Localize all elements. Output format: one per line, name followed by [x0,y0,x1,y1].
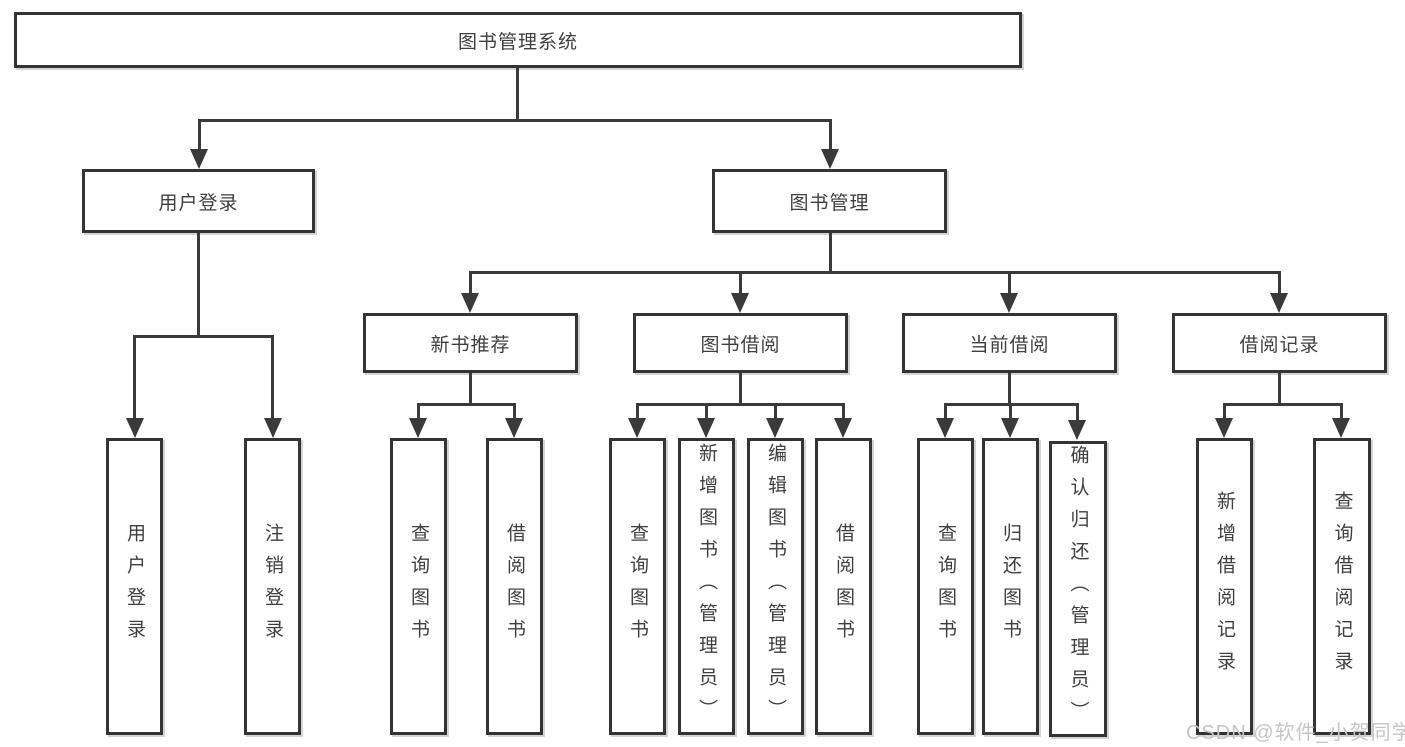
node-borrow-books-action-label: 借阅图书 [833,522,854,651]
node-query-books-borrow-label: 查询图书 [627,522,648,651]
arrow-stem [705,403,708,420]
node-borrow-books-recommend: 借阅图书 [486,438,543,735]
connector-vertical [197,233,200,338]
arrow-stem [271,335,274,420]
arrow-stem [829,119,832,151]
node-user-login-action: 用户登录 [106,438,163,735]
node-logout-action: 注销登录 [244,438,301,735]
arrow-down-icon [1332,418,1350,438]
connector-vertical [469,373,472,406]
node-confirm-return-admin-label: 确认归还（管理员） [1067,445,1089,733]
arrow-down-icon [264,418,282,438]
arrow-stem [1278,271,1281,295]
arrow-down-icon [1068,420,1086,440]
node-book-management-label: 图书管理 [789,192,870,214]
node-borrow-books-action: 借阅图书 [815,438,872,735]
node-book-management: 图书管理 [712,169,947,233]
arrow-stem [774,403,777,420]
arrow-stem [842,403,845,420]
node-current-borrow: 当前借阅 [902,313,1117,373]
connector-horizontal [198,119,832,122]
arrow-down-icon [697,418,715,438]
node-return-books: 归还图书 [982,438,1039,735]
arrow-down-icon [731,293,749,313]
node-query-books-recommend-label: 查询图书 [408,522,429,651]
node-borrow-records: 借阅记录 [1172,313,1387,373]
node-add-borrow-record: 新增借阅记录 [1196,438,1253,735]
arrow-down-icon [126,418,144,438]
arrow-down-icon [834,418,852,438]
node-query-books-borrow: 查询图书 [609,438,666,735]
csdn-watermark: CSDN @软件_小贺同学 [1186,722,1405,744]
node-new-book-recommend: 新书推荐 [363,313,578,373]
arrow-stem [198,119,201,151]
arrow-stem [513,403,516,420]
node-new-book-recommend-label: 新书推荐 [430,334,511,356]
node-confirm-return-admin: 确认归还（管理员） [1049,441,1107,737]
node-borrow-records-label: 借阅记录 [1239,334,1320,356]
arrow-down-icon [1270,293,1288,313]
arrow-stem [1340,403,1343,420]
arrow-down-icon [190,149,208,169]
node-root: 图书管理系统 [14,12,1022,68]
node-return-books-label: 归还图书 [1000,522,1021,651]
node-borrow-books-recommend-label: 借阅图书 [504,522,525,651]
node-query-books-current-label: 查询图书 [935,522,956,651]
node-add-books-admin-label: 新增图书（管理员） [696,442,717,731]
node-add-borrow-record-label: 新增借阅记录 [1214,490,1235,683]
arrow-down-icon [628,418,646,438]
connector-horizontal [134,335,274,338]
arrow-stem [133,335,136,420]
node-edit-books-admin-label: 编辑图书（管理员） [765,442,786,731]
node-query-borrow-record: 查询借阅记录 [1313,438,1371,735]
arrow-stem [469,271,472,295]
node-current-borrow-label: 当前借阅 [969,334,1050,356]
node-user-login: 用户登录 [82,169,315,233]
node-logout-action-label: 注销登录 [262,522,283,651]
arrow-stem [944,403,947,420]
arrow-stem [739,271,742,295]
arrow-stem [1009,403,1012,420]
arrow-down-icon [505,418,523,438]
arrow-down-icon [1215,418,1233,438]
connector-vertical [829,233,832,274]
node-edit-books-admin: 编辑图书（管理员） [747,438,804,735]
node-book-borrow: 图书借阅 [633,313,848,373]
node-query-books-recommend: 查询图书 [390,438,447,735]
arrow-down-icon [1000,293,1018,313]
node-query-borrow-record-label: 查询借阅记录 [1331,490,1353,683]
arrow-down-icon [461,293,479,313]
node-root-label: 图书管理系统 [457,31,578,53]
arrow-down-icon [409,418,427,438]
node-user-login-action-label: 用户登录 [124,522,145,651]
node-query-books-current: 查询图书 [917,438,974,735]
connector-horizontal [417,403,516,406]
node-user-login-label: 用户登录 [158,192,239,214]
connector-vertical [739,373,742,406]
arrow-down-icon [821,149,839,169]
arrow-stem [1223,403,1226,420]
arrow-down-icon [766,418,784,438]
connector-vertical [1278,373,1281,406]
connector-vertical [1008,373,1011,406]
connector-vertical [516,68,519,121]
arrow-stem [636,403,639,420]
node-add-books-admin: 新增图书（管理员） [678,438,735,735]
connector-horizontal [636,403,844,406]
arrow-down-icon [936,418,954,438]
arrow-stem [417,403,420,420]
arrow-down-icon [1001,418,1019,438]
arrow-stem [1008,271,1011,295]
connector-horizontal [469,271,1281,274]
arrow-stem [1076,403,1079,420]
node-book-borrow-label: 图书借阅 [700,334,781,356]
connector-horizontal [1223,403,1343,406]
